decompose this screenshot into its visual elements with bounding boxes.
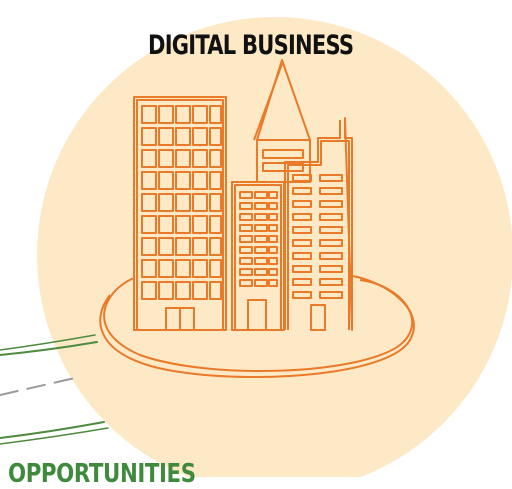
middle-building-windows — [239, 191, 278, 331]
right-building-windows — [292, 174, 343, 331]
illustration-canvas: DIGITAL BUSINESS OPPORTUNITIES — [0, 17, 512, 489]
opportunities-label: OPPORTUNITIES — [8, 459, 196, 489]
buildings-icon — [133, 59, 353, 331]
connector-lines — [0, 334, 109, 445]
city-illustration — [0, 17, 512, 489]
illustration-title: DIGITAL BUSINESS — [148, 30, 354, 61]
island-outline — [99, 275, 415, 378]
left-building-windows — [141, 105, 222, 331]
